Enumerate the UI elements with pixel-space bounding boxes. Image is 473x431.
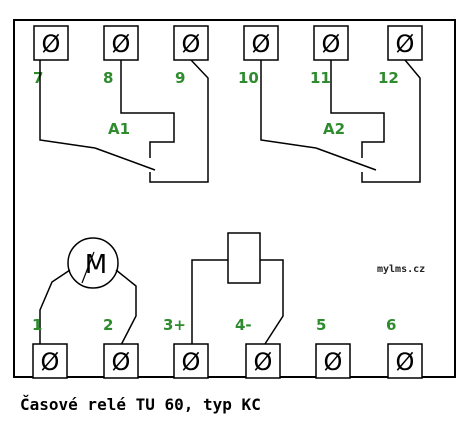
watermark: mylms.cz: [377, 264, 425, 275]
terminal-top-10: Ø: [243, 25, 279, 61]
terminal-label-1: 1: [32, 316, 42, 334]
terminal-label-11: 11: [310, 69, 331, 87]
terminal-screw-icon: Ø: [396, 348, 415, 376]
relay-housing: [13, 19, 456, 378]
diagram-caption: Časové relé TU 60, typ KC: [20, 395, 261, 414]
terminal-screw-icon: Ø: [42, 30, 61, 58]
coil-icon: [227, 232, 261, 284]
terminal-bottom-1: Ø: [32, 343, 68, 379]
terminal-screw-icon: Ø: [182, 348, 201, 376]
motor-symbol: M: [67, 237, 119, 289]
terminal-screw-icon: Ø: [182, 30, 201, 58]
terminal-label-8: 8: [103, 69, 113, 87]
contact-group-a2: [260, 59, 421, 183]
bottom-terminal-strip: Ø Ø Ø Ø Ø Ø: [32, 343, 423, 379]
terminal-top-11: Ø: [313, 25, 349, 61]
motor-icon: [67, 237, 119, 289]
terminal-label-5: 5: [316, 316, 326, 334]
motor-label: M: [85, 250, 107, 280]
terminal-screw-icon: Ø: [252, 30, 271, 58]
contact-label-a2: A2: [323, 120, 345, 138]
terminal-label-9: 9: [175, 69, 185, 87]
terminal-bottom-3: Ø: [173, 343, 209, 379]
terminal-top-12: Ø: [387, 25, 423, 61]
terminal-bottom-6: Ø: [387, 343, 423, 379]
coil-symbol: [227, 232, 261, 284]
contact-label-a1: A1: [108, 120, 130, 138]
top-terminal-strip: Ø Ø Ø Ø Ø Ø: [33, 25, 423, 61]
terminal-label-10: 10: [238, 69, 259, 87]
terminal-top-7: Ø: [33, 25, 69, 61]
terminal-label-2: 2: [103, 316, 113, 334]
terminal-screw-icon: Ø: [112, 348, 131, 376]
terminal-top-8: Ø: [103, 25, 139, 61]
terminal-screw-icon: Ø: [322, 30, 341, 58]
terminal-bottom-4: Ø: [245, 343, 281, 379]
terminal-top-9: Ø: [173, 25, 209, 61]
terminal-label-6: 6: [386, 316, 396, 334]
terminal-label-7: 7: [33, 69, 43, 87]
terminal-screw-icon: Ø: [324, 348, 343, 376]
terminal-bottom-2: Ø: [103, 343, 139, 379]
terminal-label-12: 12: [378, 69, 399, 87]
terminal-label-4: 4-: [235, 316, 252, 334]
terminal-bottom-5: Ø: [315, 343, 351, 379]
terminal-screw-icon: Ø: [112, 30, 131, 58]
terminal-screw-icon: Ø: [254, 348, 273, 376]
terminal-screw-icon: Ø: [41, 348, 60, 376]
terminal-label-3: 3+: [163, 316, 186, 334]
terminal-screw-icon: Ø: [396, 30, 415, 58]
motor-wiring: [39, 269, 137, 348]
coil-wiring: [191, 259, 284, 348]
contact-group-a1: [39, 59, 209, 183]
